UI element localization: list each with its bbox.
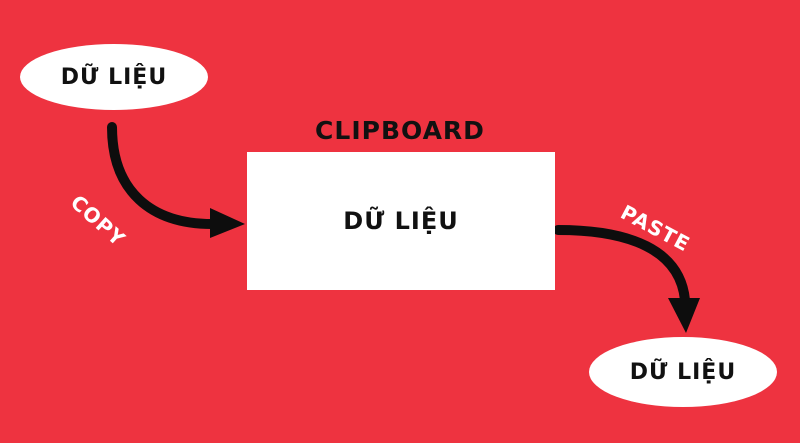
source-data-node: DỮ LIỆU	[20, 44, 208, 110]
clipboard-box: DỮ LIỆU	[247, 152, 555, 290]
source-data-label: DỮ LIỆU	[60, 64, 168, 90]
copy-arrow	[107, 122, 245, 238]
clipboard-title: CLIPBOARD	[315, 116, 485, 145]
paste-arrow	[553, 225, 700, 333]
target-data-node: DỮ LIỆU	[589, 337, 777, 407]
target-data-label: DỮ LIỆU	[629, 359, 737, 385]
clipboard-data-label: DỮ LIỆU	[343, 207, 459, 235]
